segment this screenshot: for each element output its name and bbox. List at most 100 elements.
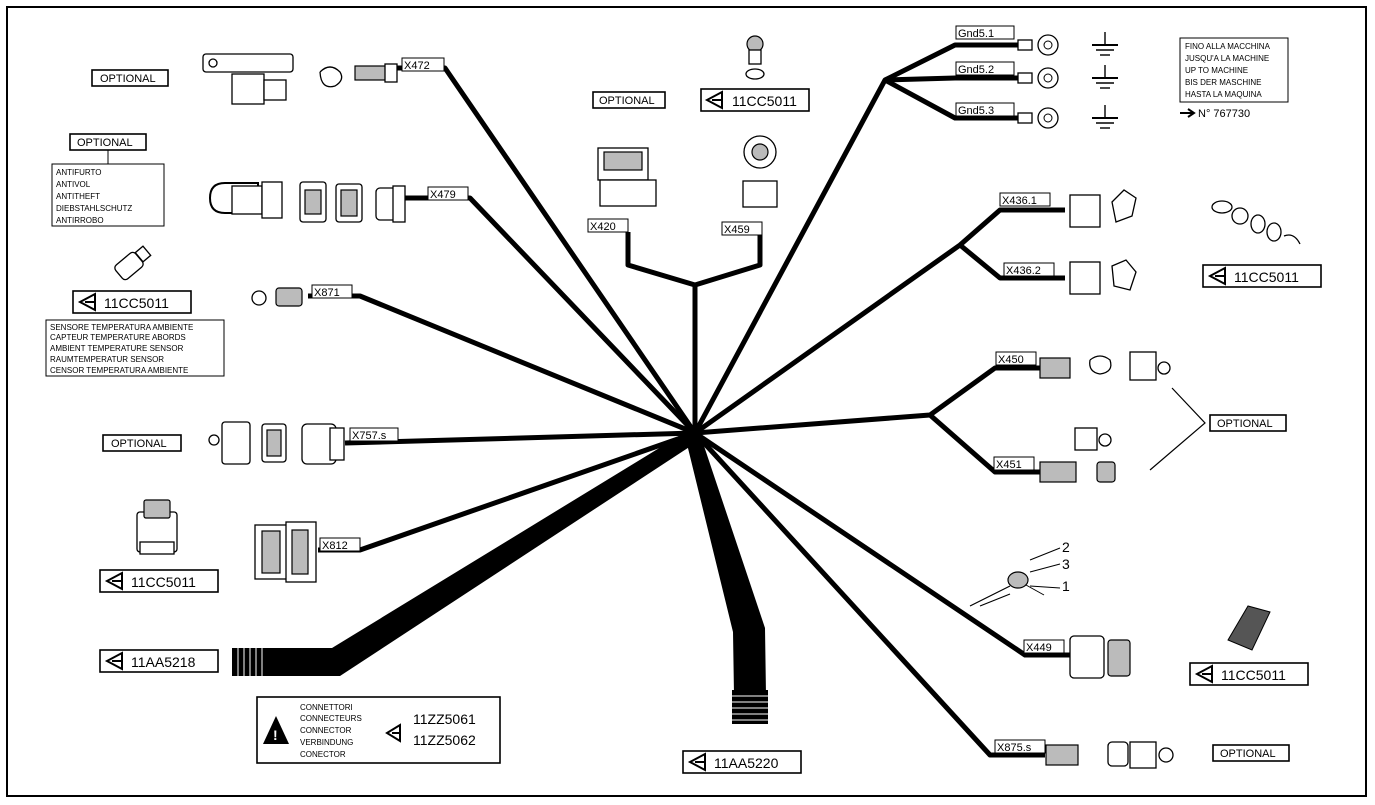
tag-x875s[interactable]: X875.s bbox=[997, 742, 1032, 754]
x459-connector-icon bbox=[742, 135, 778, 208]
tag-x875s-box bbox=[994, 739, 1046, 754]
ref-label: 11CC5011 bbox=[104, 295, 169, 311]
x436-1-connector-icon bbox=[1069, 189, 1137, 228]
tag-x449[interactable]: X449 bbox=[1026, 642, 1052, 654]
machine-note-line: FINO ALLA MACCHINA bbox=[1185, 42, 1271, 51]
tag-x472[interactable]: X472 bbox=[404, 60, 430, 72]
tag-x436-2[interactable]: X436.2 bbox=[1006, 265, 1041, 277]
pin-label: 2 bbox=[1062, 539, 1070, 555]
optional-label: OPTIONAL bbox=[599, 95, 655, 107]
optional-label: OPTIONAL bbox=[1217, 418, 1273, 430]
antitheft-line: ANTITHEFT bbox=[56, 192, 100, 201]
antitheft-box bbox=[51, 163, 165, 227]
ring-terminal-icon bbox=[1017, 105, 1118, 129]
connector-note-line: CONNECTEURS bbox=[300, 714, 362, 723]
x449-connector-icon bbox=[1069, 635, 1131, 679]
x812-connector-icon bbox=[254, 521, 317, 583]
ref-label: 11CC5011 bbox=[1221, 667, 1286, 683]
tag-gnd52[interactable]: Gnd5.2 bbox=[958, 64, 994, 76]
tag-x420[interactable]: X420 bbox=[590, 221, 616, 233]
wire-x420 bbox=[625, 232, 698, 433]
tag-x812[interactable]: X812 bbox=[322, 540, 348, 552]
ref-label: 11CC5011 bbox=[131, 574, 196, 590]
antitheft-line: DIEBSTAHLSCHUTZ bbox=[56, 204, 132, 213]
sensor-caption-line: RAUMTEMPERATUR SENSOR bbox=[50, 355, 164, 364]
x472-connector-icon bbox=[202, 53, 398, 105]
ref-11cc5011-switch[interactable]: 11CC5011 bbox=[99, 569, 219, 593]
optional-label: OPTIONAL bbox=[100, 73, 156, 85]
tag-x436-1[interactable]: X436.1 bbox=[1002, 195, 1037, 207]
tag-x479[interactable]: X479 bbox=[430, 189, 456, 201]
tag-x757s[interactable]: X757.s bbox=[352, 430, 387, 442]
tag-x479-box bbox=[427, 186, 469, 201]
wire-x450 bbox=[694, 365, 1040, 436]
machine-note: FINO ALLA MACCHINA JUSQU'A LA MACHINE UP… bbox=[1179, 37, 1289, 120]
reference-arrow-icon bbox=[687, 752, 706, 772]
antitheft-line: ANTIFURTO bbox=[56, 168, 101, 177]
ref-11aa5218[interactable]: 11AA5218 bbox=[99, 649, 219, 673]
ref-11cc5011-sensor[interactable]: 11CC5011 bbox=[72, 290, 192, 314]
tag-gnd51[interactable]: Gnd5.1 bbox=[958, 28, 994, 40]
tag-x871[interactable]: X871 bbox=[314, 287, 340, 299]
machine-note-line: UP TO MACHINE bbox=[1185, 66, 1248, 75]
ref-11aa5220[interactable]: 11AA5220 bbox=[682, 750, 802, 774]
pedal-icon bbox=[1227, 605, 1271, 651]
tag-gnd53[interactable]: Gnd5.3 bbox=[958, 105, 994, 117]
ref-label: 11AA5218 bbox=[131, 654, 196, 670]
tag-x472-box bbox=[401, 57, 445, 72]
reference-arrow-icon bbox=[385, 723, 401, 743]
machine-note-line: BIS DER MASCHINE bbox=[1185, 78, 1261, 87]
machine-note-line: JUSQU'A LA MACHINE bbox=[1185, 54, 1269, 63]
wire-gnd52 bbox=[884, 75, 1018, 83]
tag-x812-box bbox=[319, 537, 361, 552]
x757s-connector-icon bbox=[208, 421, 345, 465]
wire-x479 bbox=[400, 195, 697, 435]
optional-box bbox=[592, 91, 666, 109]
tag-x451[interactable]: X451 bbox=[996, 459, 1022, 471]
optional-label: OPTIONAL bbox=[111, 438, 167, 450]
trunk-end-stripes bbox=[732, 695, 768, 721]
optional-labels: OPTIONAL OPTIONAL OPTIONAL OPTIONAL OPTI… bbox=[91, 69, 1290, 762]
optional-box bbox=[1212, 744, 1290, 762]
ref-11zz5061[interactable]: 11ZZ5061 bbox=[413, 711, 476, 727]
x420-connector-icon bbox=[597, 147, 657, 207]
pin-label: 3 bbox=[1062, 556, 1070, 572]
sensor-caption-line: CAPTEUR TEMPERATURE ABORDS bbox=[50, 333, 186, 342]
connector-note-line: CONNECTOR bbox=[300, 726, 352, 735]
antitheft-block: OPTIONAL ANTIFURTO ANTIVOL ANTITHEFT DIE… bbox=[51, 133, 165, 227]
tag-x450[interactable]: X450 bbox=[998, 354, 1024, 366]
connector-note-box bbox=[256, 696, 501, 764]
tag-x436-1-box bbox=[999, 192, 1051, 207]
temperature-sensor-icon bbox=[114, 245, 152, 281]
trunk-end-aa5220 bbox=[732, 690, 768, 724]
tag-x459[interactable]: X459 bbox=[724, 224, 750, 236]
rocker-switch-icon bbox=[136, 499, 178, 555]
ref-11cc5011-top[interactable]: 11CC5011 bbox=[700, 88, 810, 112]
diagram-frame bbox=[6, 6, 1367, 797]
sensor-caption-line: SENSORE TEMPERATURA AMBIENTE bbox=[50, 323, 193, 332]
optional-box bbox=[1209, 414, 1287, 432]
wire-x451 bbox=[928, 413, 1040, 475]
optional-box bbox=[102, 434, 182, 452]
tag-gnd51-box bbox=[955, 25, 1015, 40]
harness-wires bbox=[232, 42, 1070, 758]
antitheft-line: ANTIVOL bbox=[56, 180, 91, 189]
antitheft-line: ANTIRROBO bbox=[56, 216, 104, 225]
reference-arrow-icon bbox=[704, 90, 723, 110]
wire-x472 bbox=[396, 65, 698, 435]
x451-connector-icon bbox=[1039, 427, 1116, 483]
machine-note-box bbox=[1179, 37, 1289, 103]
ref-11cc5011-x436[interactable]: 11CC5011 bbox=[1202, 264, 1322, 288]
ref-11zz5062[interactable]: 11ZZ5062 bbox=[413, 732, 476, 748]
wire-x757s bbox=[344, 430, 696, 446]
connector-note-line: CONNETTORI bbox=[300, 703, 353, 712]
ref-11cc5011-pedal[interactable]: 11CC5011 bbox=[1189, 662, 1309, 686]
sensor-caption-box bbox=[45, 319, 225, 377]
key-icon: 2 3 1 bbox=[969, 539, 1070, 607]
optional-label: OPTIONAL bbox=[77, 137, 133, 149]
ring-terminal-icon bbox=[1017, 32, 1118, 56]
tag-x757s-box bbox=[349, 427, 399, 442]
arrow-right-icon bbox=[1180, 108, 1196, 118]
ground-terminals bbox=[1017, 32, 1118, 129]
tag-x450-box bbox=[995, 351, 1037, 366]
